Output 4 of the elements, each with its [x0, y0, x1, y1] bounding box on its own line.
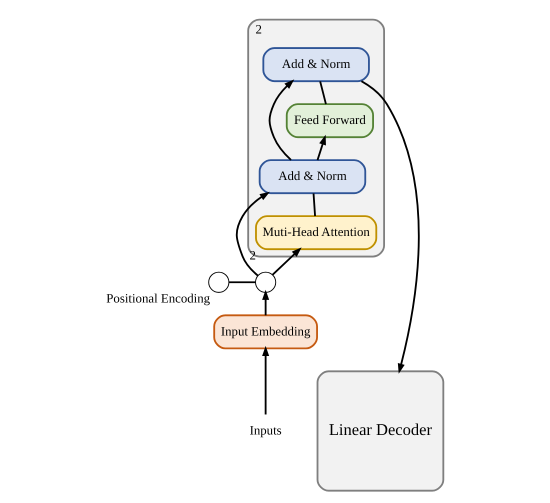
node-label: Positional Encoding	[106, 292, 210, 306]
node-text: Inputs	[249, 423, 282, 438]
node-label: 2	[249, 248, 256, 262]
node-label: 2	[255, 22, 262, 37]
